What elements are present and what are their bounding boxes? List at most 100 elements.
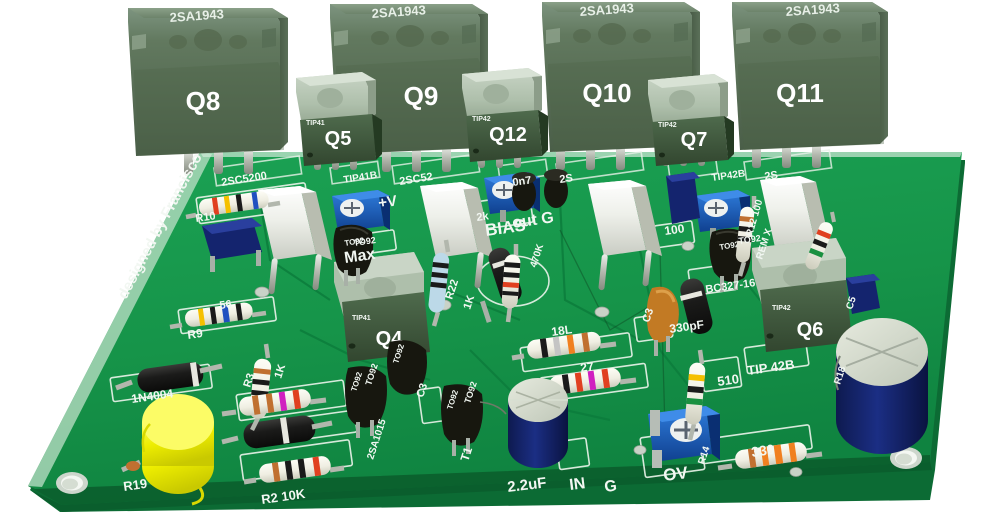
q6-case-text: TIP42 [772,305,791,312]
silk-r22: R22 [443,278,461,301]
to92-right-text: TO92 [719,240,741,252]
silk-18l: 18L [550,322,572,339]
silk-c3-right: C3 [640,307,656,324]
resistor-r22 [428,239,451,327]
resistor-510 [685,349,706,441]
silk-t1: T1 [458,445,476,463]
mounting-hole-right [890,447,922,469]
q8-ref-label: Q8 [186,86,221,116]
board-bevel-left [28,152,212,487]
q5-case-text: TIP41 [306,120,325,127]
resistor-near-q6 [805,211,836,270]
silk-tip41b-left: TIP41B [343,170,378,186]
electrolytic-cap-main [834,318,928,454]
to92-q-bottom-a: TO92 [345,366,387,438]
q5-ref-label: Q5 [325,128,352,150]
q11-case-text: 2SA1943 [785,0,840,19]
electrolytic-cap-2-2uf [479,378,568,468]
q10-case-text: 2SA1943 [579,0,634,19]
q4-case-text: TIP41 [352,315,371,322]
driver-transistor-q12[interactable]: TIP42 Q12 [462,68,548,168]
resistor-18k [511,331,617,361]
silk-2-2uf: 2.2uF [506,474,547,496]
board-edge-bottom [30,462,932,512]
silk-r19: R19 [122,476,148,494]
cement-resistor-2 [420,182,494,293]
silk-plus-v: +V [377,193,398,212]
driver-transistor-q7[interactable]: TIP42 Q7 [648,74,734,166]
silk-1n4004: 1N4004 [130,386,174,406]
silk-330pf: 330pF [668,317,704,336]
q6-ref-label: Q6 [797,319,824,341]
silk-r2-10k: R2 10K [260,486,306,507]
silk-56: 56 [219,298,233,312]
silk-2s-right: 2S [764,169,779,183]
silk-100: 100 [663,221,685,238]
power-transistor-q8[interactable]: 2SA1943 Q8 [128,6,288,174]
q9-case-text: 2SA1943 [371,2,426,21]
silk-in: IN [568,475,586,494]
to92-q-bottom-c: TO92 [387,340,427,395]
silk-c3: C3 [414,382,430,399]
silk-ov: OV [662,463,689,485]
q10-ref-label: Q10 [582,78,631,108]
to92-q-bottom-b: TO92 [441,384,483,456]
silk-r10: R10 [195,210,217,225]
silk-to92-right: TO92 [738,233,762,246]
silk-1k-r22: 1K [461,294,477,311]
silk-2sc52-mid: 2SC52 [399,171,434,188]
resistor-r12-100 [735,196,757,277]
q7-case-text: TIP42 [658,122,677,129]
diode-right-black [679,278,713,335]
power-transistor-q11[interactable]: 2SA1943 Q11 [732,0,888,168]
film-cap-right-small [846,274,880,314]
power-transistor-q10[interactable]: 2SA1943 Q10 [542,0,700,170]
driver-transistor-q4[interactable]: TIP41 Q4 [334,252,430,362]
silk-to92-q4: TO92 [353,235,377,248]
film-cap-mid-right [666,172,700,224]
silk-max: Max [343,246,376,267]
q8-pins [184,148,253,174]
silk-0n7: 0n7 [512,174,532,189]
mounting-hole-left [56,472,88,494]
driver-transistor-q6[interactable]: TIP42 Q6 [752,238,852,352]
silk-r9: R9 [186,326,203,342]
q8-case-text: 2SA1943 [169,6,224,25]
silk-tip42b-q6: TIP 42B [746,357,795,378]
driver-transistor-q5[interactable]: TIP41 Q5 [296,72,382,170]
resistor-470k [501,244,521,323]
diode-lower [221,415,333,449]
resistor-r-top-bottomleft [221,389,327,417]
silk-2s-mid: 2S [559,172,574,186]
led-yellow [120,394,214,506]
film-cap-left [202,218,262,272]
black-cap-mid [512,169,568,211]
silk-c5: C5 [844,295,859,311]
resistor-330 [717,442,823,471]
q7-ref-label: Q7 [681,129,708,151]
silk-330: 330 [750,441,776,460]
diode-1n4004 [115,362,223,393]
q9-pins [382,146,451,172]
silk-1k-r3: 1K [272,363,288,380]
silk-27: 27 [579,359,594,375]
resistor-r9 [169,302,267,330]
q12-ref-label: Q12 [489,124,527,146]
silk-g: G [603,478,617,496]
cement-resistor-3 [588,180,662,291]
q9-ref-label: Q9 [404,81,439,111]
silk-2k: 2k [476,210,491,224]
silk-510: 510 [716,371,740,389]
silk-tip42b-right: TIP42B [711,168,746,184]
q12-case-text: TIP42 [472,116,491,123]
q11-ref-label: Q11 [776,78,824,108]
to92-left-text: TO92 [344,236,366,248]
silk-r3: R3 [241,372,257,389]
resistor-r10 [185,191,281,220]
cap-330pf [646,286,679,356]
silk-out-g: out G [511,209,555,232]
resistor-r2 [243,456,345,485]
